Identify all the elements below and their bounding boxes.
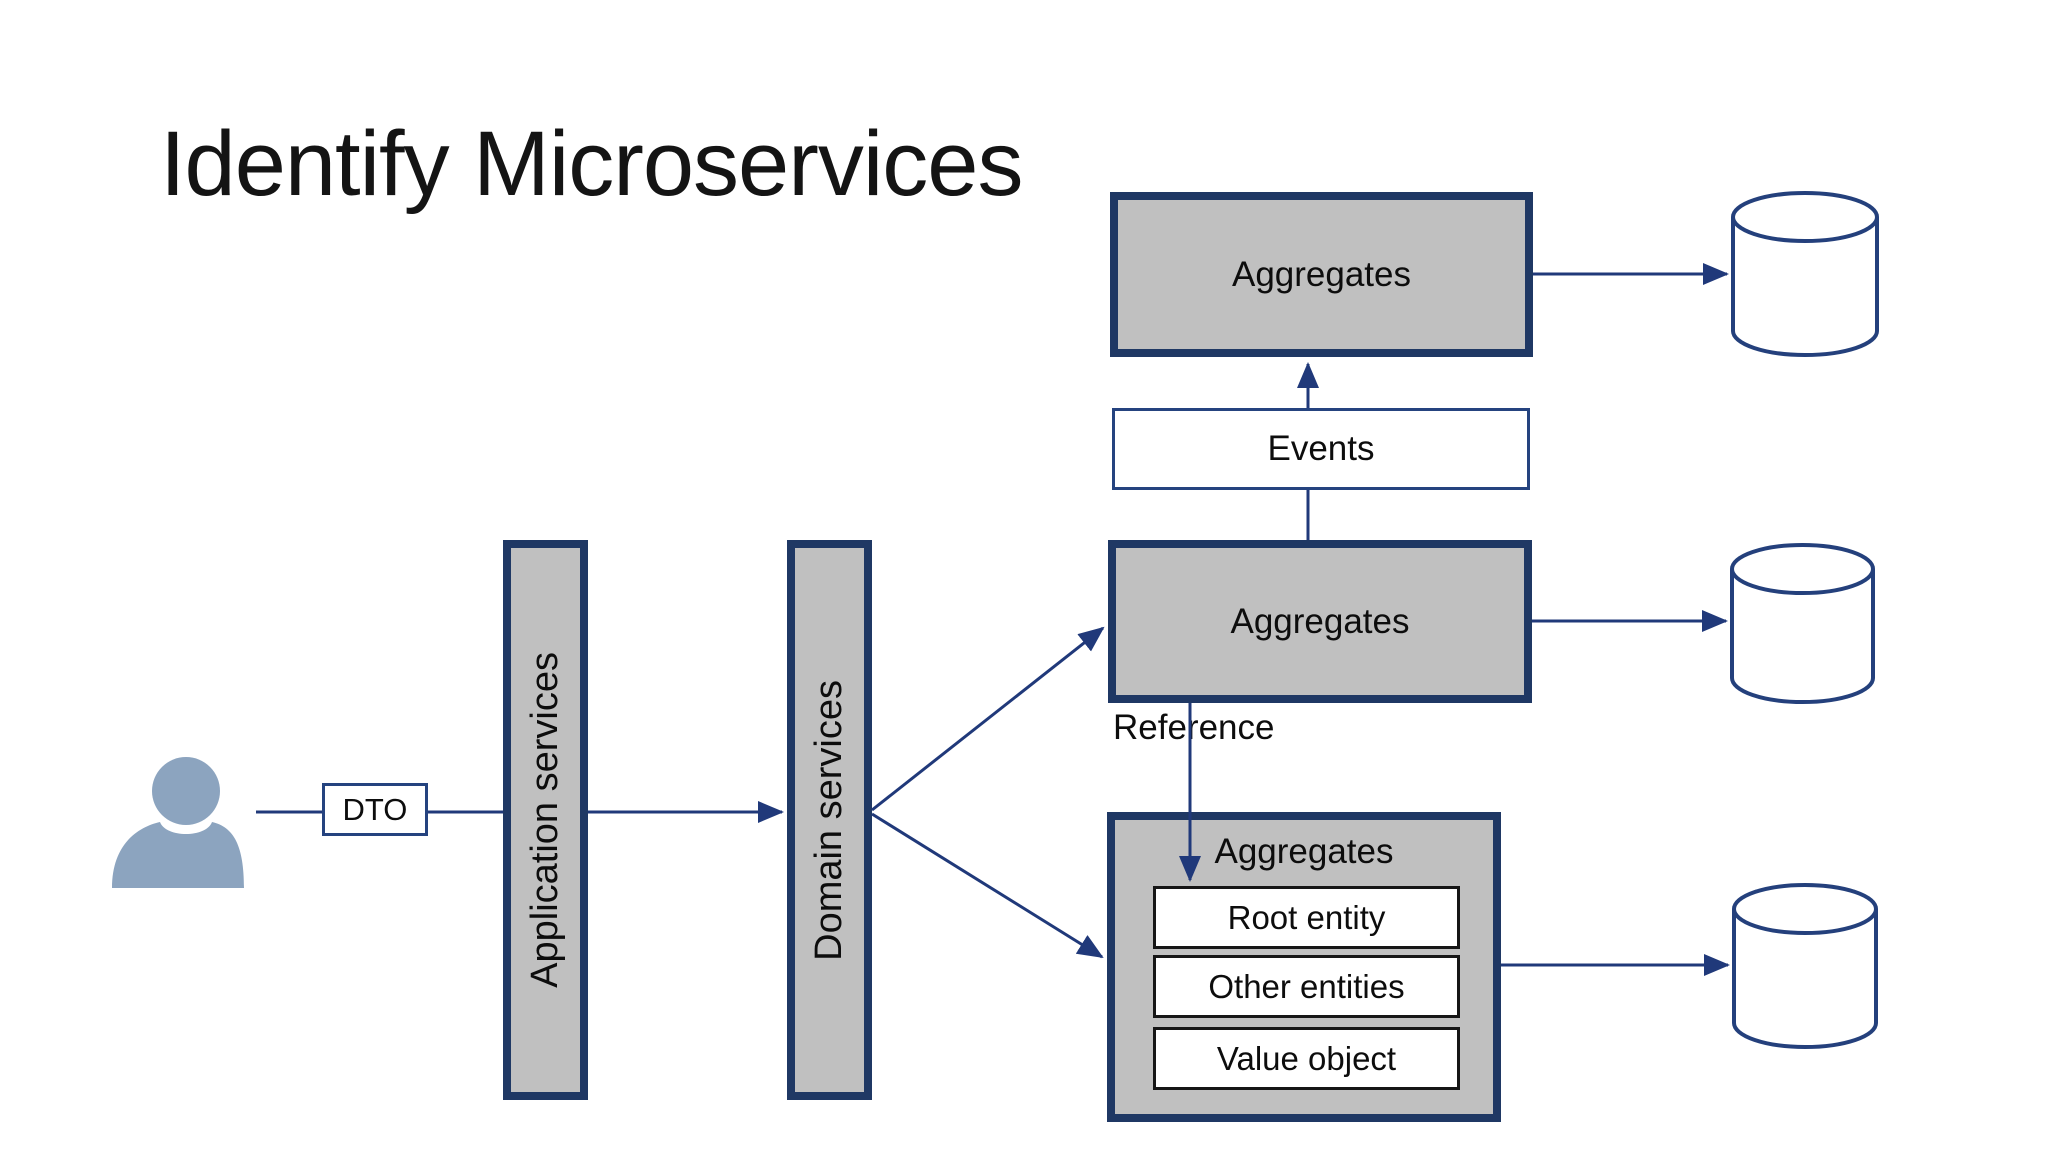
person-icon (112, 757, 244, 888)
database-icon (1731, 191, 1879, 357)
domain-to-aggregates-bottom-arrow (871, 812, 1104, 959)
aggregates-bottom-label: Aggregates (1214, 832, 1394, 871)
value-object-box: Value object (1153, 1027, 1460, 1090)
aggregates-top-box: Aggregates (1110, 192, 1533, 357)
aggregates-middle-label: Aggregates (1230, 601, 1410, 641)
dto-label: DTO (342, 791, 408, 827)
reference-edge-label: Reference (1113, 708, 1275, 747)
database-icon (1730, 543, 1875, 704)
events-box: Events (1112, 408, 1530, 490)
aggregates-top-label: Aggregates (1231, 254, 1412, 294)
page-title: Identify Microservices (160, 113, 1023, 215)
aggregates-middle-box: Aggregates (1108, 540, 1532, 703)
root-entity-box: Root entity (1153, 886, 1460, 949)
dto-box: DTO (322, 783, 428, 836)
database-icons (1730, 191, 1879, 1049)
database-icon (1732, 883, 1878, 1049)
other-entities-box: Other entities (1153, 955, 1460, 1018)
application-services-label: Application services (524, 652, 566, 988)
events-label: Events (1267, 429, 1375, 468)
domain-services-bar: Domain services (787, 540, 872, 1100)
domain-to-aggregates-middle-arrow (871, 626, 1105, 812)
application-services-bar: Application services (503, 540, 588, 1100)
aggregates-bottom-box: Aggregates Root entity Other entities Va… (1107, 812, 1501, 1122)
domain-services-label: Domain services (808, 679, 850, 961)
